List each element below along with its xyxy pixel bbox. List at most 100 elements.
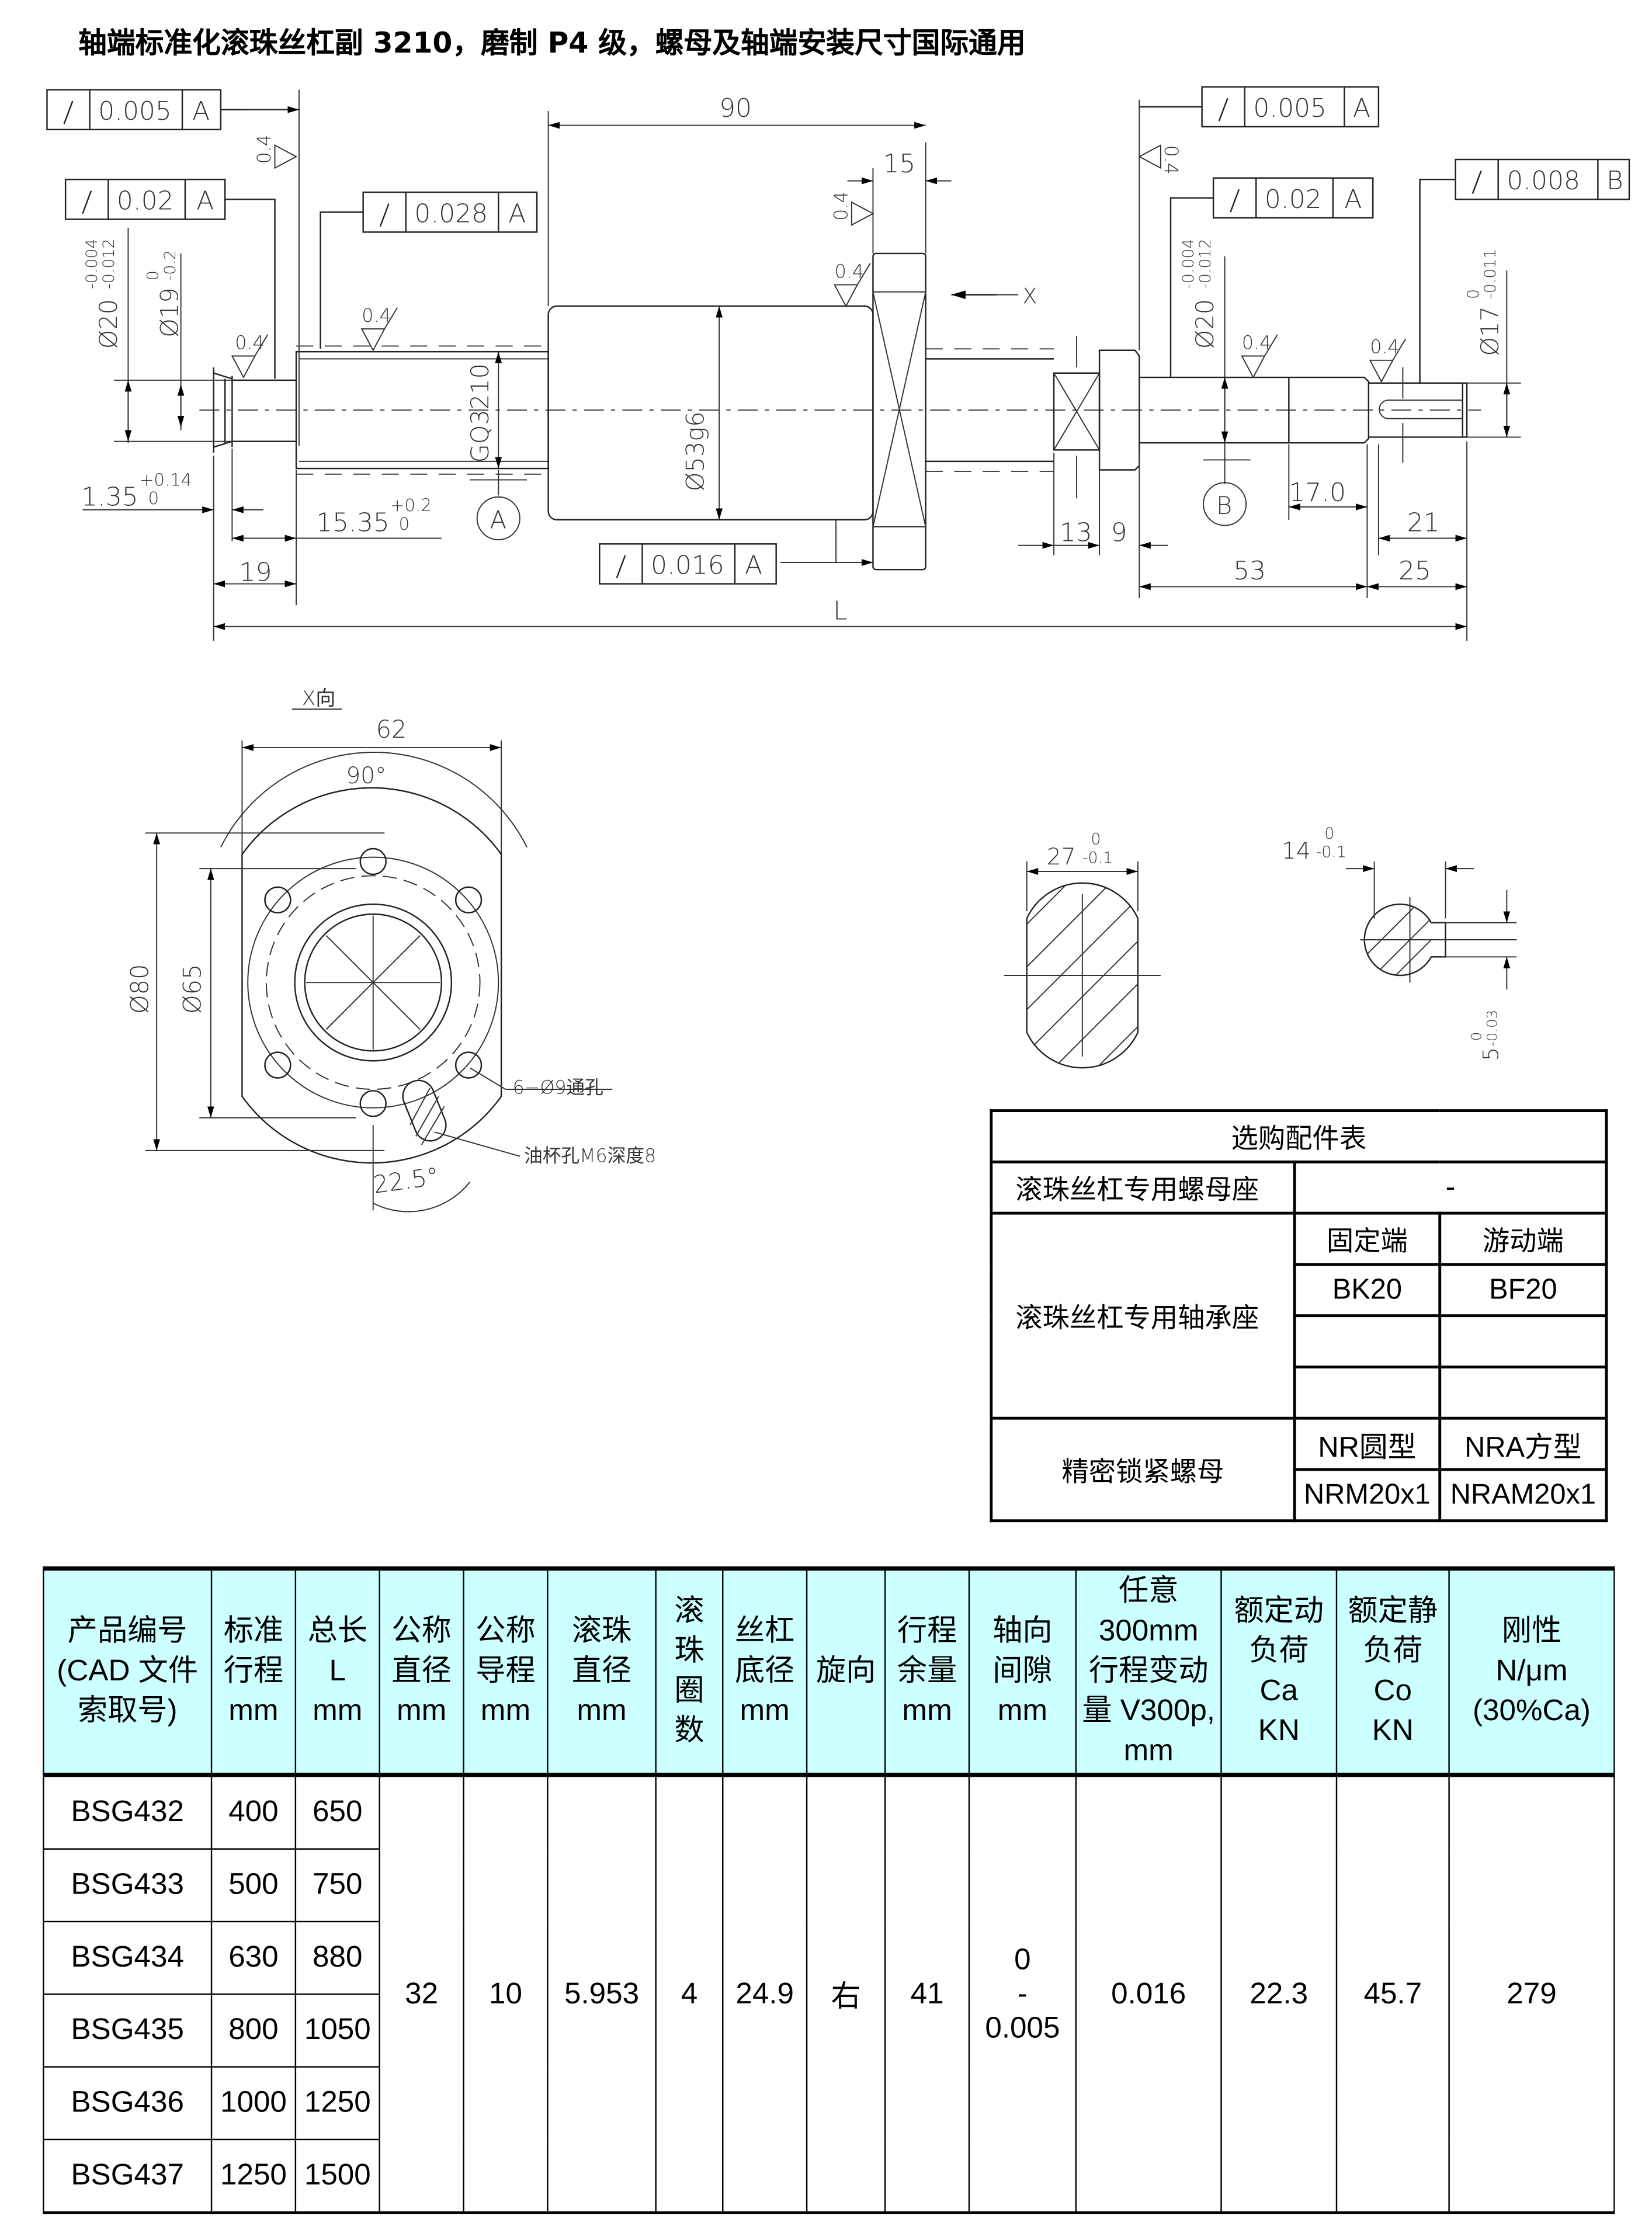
svg-text:A: A	[196, 186, 214, 216]
svg-text:53: 53	[1233, 556, 1266, 586]
angle-22-5-label: 22.5°	[372, 1162, 441, 1199]
svg-text:0: 0	[1324, 825, 1334, 843]
column-header: 公称 直径 mm	[379, 1568, 464, 1776]
dynamic-load-cell: 22.3	[1220, 1774, 1338, 2214]
model-cell: BSG432	[43, 1774, 213, 1850]
column-header: 行程 余量 mm	[884, 1568, 970, 1776]
svg-text:B: B	[1216, 492, 1232, 520]
svg-text:A: A	[192, 96, 210, 126]
ball-turns-cell: 4	[655, 1774, 724, 2214]
clearance-line: 0.005	[985, 2011, 1060, 2044]
svg-text:-0.2: -0.2	[161, 250, 179, 280]
svg-text:90°: 90°	[346, 763, 386, 789]
model-cell: BSG437	[43, 2138, 213, 2214]
svg-text:Ø65: Ø65	[179, 964, 207, 1013]
sheet-title: 轴端标准化滚珠丝杠副 3210，磨制 P4 级，螺母及轴端安装尺寸国际通用	[78, 25, 1026, 60]
svg-text:Ø20: Ø20	[1191, 299, 1219, 349]
flange-end-view: X向 62 90° Ø80 Ø65 6−Ø9通孔 油杯孔M6深度8 22.5°	[126, 687, 656, 1213]
svg-text:0: 0	[1091, 831, 1101, 849]
svg-text:62: 62	[376, 715, 407, 744]
length-cell: 1250	[294, 2066, 380, 2141]
column-header: 总长 L mm	[294, 1568, 380, 1776]
svg-text:0: 0	[148, 488, 159, 508]
svg-text:-0.012: -0.012	[100, 239, 118, 289]
svg-text:0.008: 0.008	[1507, 166, 1580, 196]
svg-text:-0.004: -0.004	[83, 239, 101, 289]
svg-text:GQ3210: GQ3210	[466, 363, 494, 463]
stroke-cell: 630	[210, 1920, 297, 1995]
svg-text:0.4: 0.4	[831, 191, 852, 220]
svg-text:-0.03: -0.03	[1483, 1010, 1500, 1047]
floating-end-header: 游动端	[1438, 1211, 1608, 1266]
svg-text:B: B	[1606, 166, 1623, 196]
accessory-table-title: 选购配件表	[990, 1109, 1608, 1163]
svg-text:0.028: 0.028	[414, 199, 488, 228]
length-cell: 1050	[294, 1993, 380, 2068]
column-header: 滚珠 直径 mm	[547, 1568, 657, 1776]
svg-text:0.4: 0.4	[1160, 145, 1181, 175]
nominal-diameter-cell: 32	[379, 1774, 464, 2214]
svg-text:0.4: 0.4	[1242, 332, 1271, 353]
nut-seat-value: -	[1293, 1160, 1608, 1215]
screw-shaft	[213, 252, 1468, 571]
svg-text:+0.14: +0.14	[140, 470, 192, 489]
lead-variation-cell: 0.016	[1075, 1774, 1222, 2214]
empty-cell	[1293, 1365, 1442, 1420]
svg-text:X: X	[1022, 283, 1037, 308]
svg-text:15: 15	[883, 149, 916, 179]
length-cell: 1500	[294, 2138, 380, 2214]
svg-text:Ø19: Ø19	[156, 287, 184, 337]
svg-text:19: 19	[240, 558, 272, 588]
svg-text:6−Ø9通孔: 6−Ø9通孔	[513, 1077, 603, 1098]
lock-nut-round-model: NRM20x1	[1293, 1468, 1442, 1523]
length-cell: 750	[294, 1848, 380, 1923]
svg-text:9: 9	[1111, 517, 1127, 547]
svg-text:+0.2: +0.2	[390, 495, 432, 515]
lock-nut-label: 精密锁紧螺母	[990, 1416, 1296, 1523]
svg-text:Ø53g6: Ø53g6	[681, 412, 709, 492]
ball-diameter-cell: 5.953	[547, 1774, 657, 2214]
svg-text:-0.011: -0.011	[1481, 249, 1500, 299]
column-header: 标准 行程 mm	[210, 1568, 297, 1776]
svg-text:X向: X向	[302, 687, 336, 710]
lock-nut-square-header: NRA方型	[1438, 1416, 1608, 1471]
svg-text:L: L	[833, 596, 847, 626]
svg-text:Ø80: Ø80	[126, 964, 154, 1013]
svg-text:A: A	[490, 506, 506, 534]
lock-nut-square-model: NRAM20x1	[1438, 1468, 1608, 1523]
length-cell: 880	[294, 1920, 380, 1995]
svg-text:0.4: 0.4	[254, 134, 275, 164]
empty-cell	[1438, 1365, 1608, 1420]
svg-text:27: 27	[1047, 844, 1076, 870]
svg-text:0.02: 0.02	[117, 186, 174, 216]
dimension-lines	[82, 99, 1521, 641]
column-header: 公称 导程 mm	[463, 1568, 549, 1776]
shaft-sections: 270-0.1 140-0.1 50-0.03	[1004, 825, 1517, 1069]
svg-text:17.0: 17.0	[1289, 478, 1346, 508]
empty-cell	[1293, 1314, 1442, 1368]
clearance-line: 0	[1014, 1943, 1031, 1976]
stroke-cell: 1250	[210, 2138, 297, 2214]
svg-text:0.4: 0.4	[235, 332, 264, 353]
fixed-end-model: BK20	[1293, 1263, 1442, 1318]
gdt-frame: 0.02 A	[64, 178, 276, 379]
root-diameter-cell: 24.9	[722, 1774, 808, 2214]
svg-text:25: 25	[1398, 556, 1431, 586]
rigidity-cell: 279	[1448, 1774, 1615, 2214]
model-cell: BSG434	[43, 1920, 213, 1995]
model-cell: BSG435	[43, 1993, 213, 2068]
column-header: 额定静 负荷 Co KN	[1335, 1568, 1450, 1776]
